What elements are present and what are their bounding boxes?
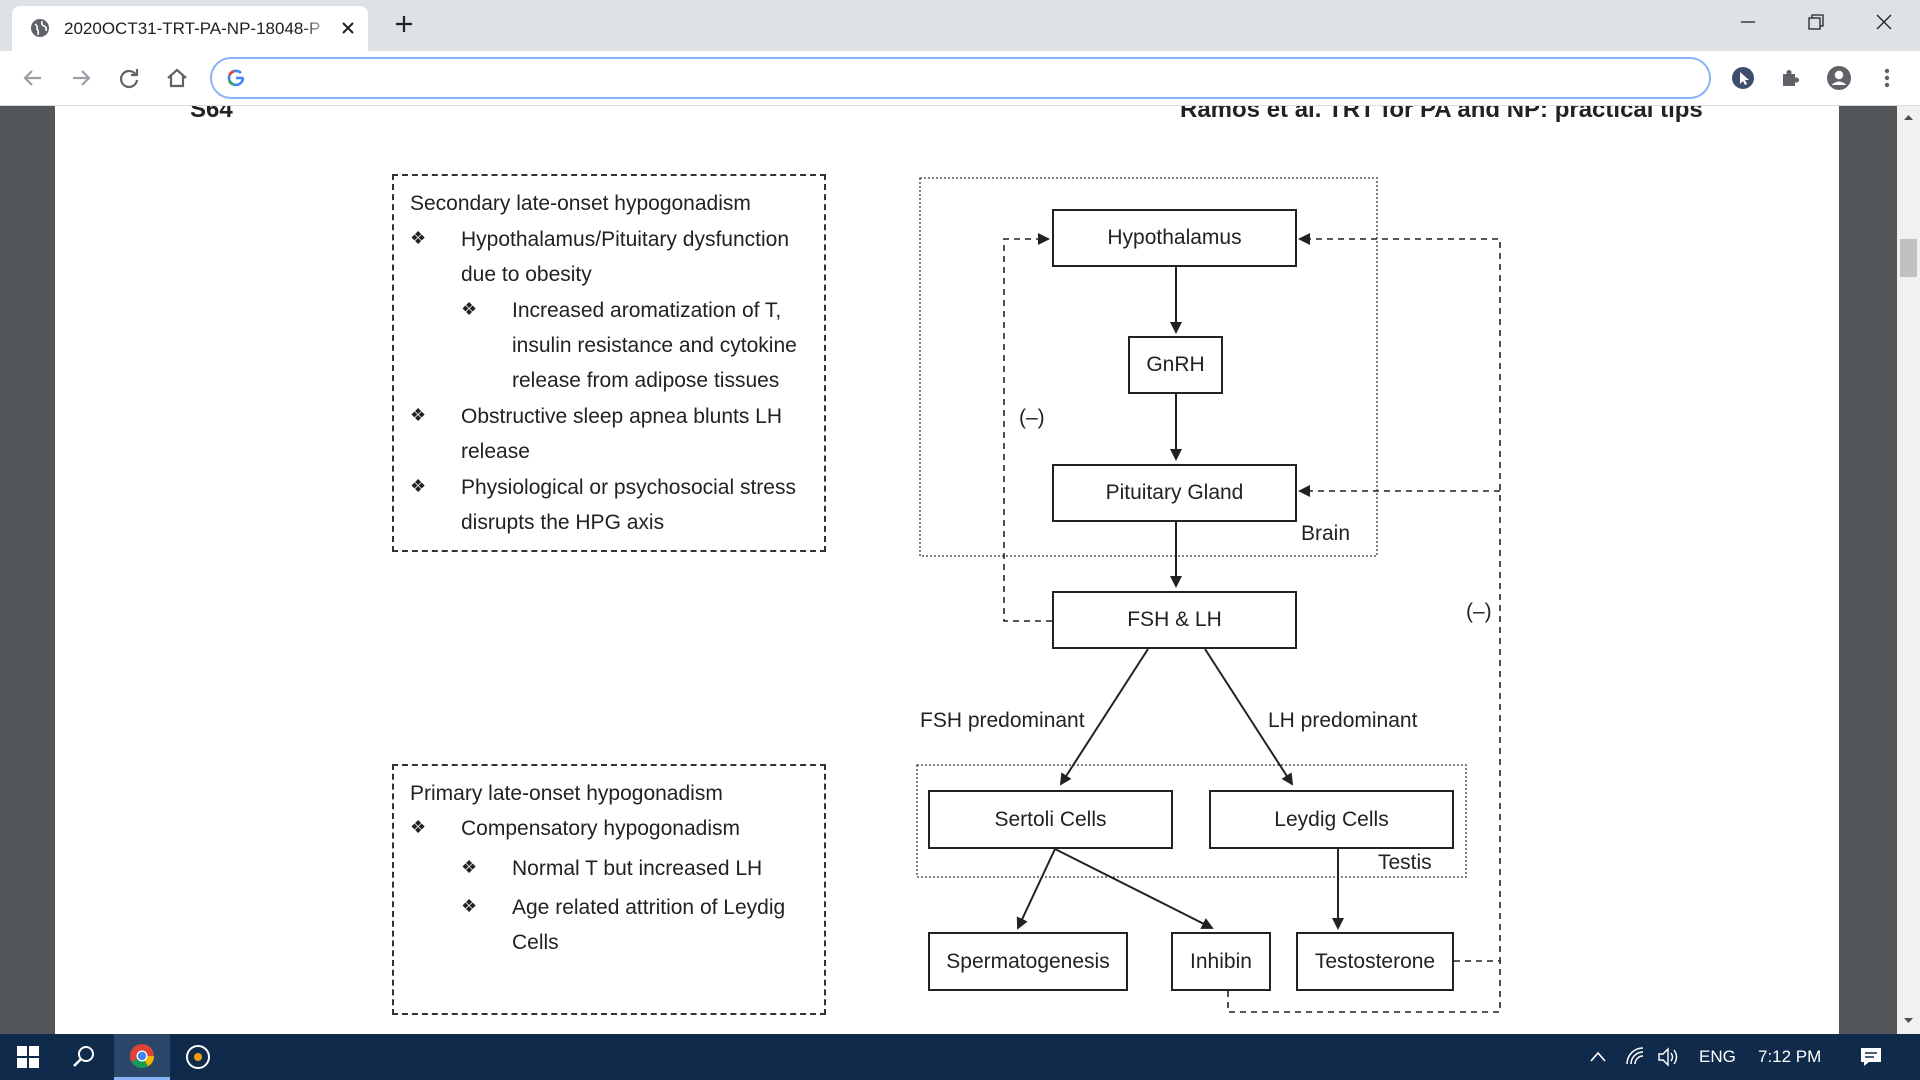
globe-icon: [31, 19, 49, 37]
testis-label: Testis: [1378, 851, 1432, 874]
scroll-thumb[interactable]: [1900, 239, 1917, 277]
list-item: Increased aromatization of T,: [512, 299, 782, 322]
search-icon: [73, 1046, 94, 1067]
inhibin-feedback-line: [1227, 961, 1501, 1013]
secondary-box-title: Secondary late-onset hypogonadism: [410, 192, 751, 215]
diamond-bullet-icon: ❖: [410, 476, 427, 496]
fsh-to-sertoli-arrow: [1059, 648, 1149, 786]
lh-predominant-label: LH predominant: [1268, 709, 1418, 732]
windows-logo-icon: [17, 1046, 39, 1068]
brain-label: Brain: [1301, 522, 1351, 545]
inhibin-node: Inhibin: [1171, 932, 1271, 991]
diamond-bullet-icon: ❖: [410, 228, 427, 248]
browser-tab[interactable]: 2020OCT31-TRT-PA-NP-18048-P: [12, 6, 368, 51]
window-close-icon[interactable]: [1871, 9, 1897, 35]
chrome-taskbar-button[interactable]: [114, 1034, 170, 1080]
chevron-up-icon[interactable]: [1588, 1048, 1608, 1066]
volume-icon[interactable]: [1657, 1046, 1681, 1068]
diamond-bullet-icon: ❖: [461, 857, 478, 877]
start-button[interactable]: [0, 1034, 56, 1080]
pdf-viewer[interactable]: S64 Ramos et al. TRT for PA and NP: prac…: [0, 106, 1920, 1034]
spermatogenesis-node: Spermatogenesis: [928, 932, 1128, 991]
list-item: release from adipose tissues: [512, 369, 780, 392]
testosterone-node: Testosterone: [1296, 932, 1454, 991]
vertical-scrollbar[interactable]: [1897, 106, 1920, 1034]
notifications-icon[interactable]: [1859, 1046, 1883, 1068]
pituitary-node: Pituitary Gland: [1052, 464, 1297, 522]
puzzle-icon[interactable]: [1778, 65, 1804, 91]
running-header: Ramos et al. TRT for PA and NP: practica…: [1180, 106, 1703, 123]
back-arrow-icon[interactable]: [20, 65, 46, 91]
brain-region: [919, 177, 1378, 557]
scroll-down-arrow-icon[interactable]: [1897, 1012, 1920, 1028]
primary-box-title: Primary late-onset hypogonadism: [410, 782, 723, 805]
page-number: S64: [190, 106, 233, 123]
list-item: release: [461, 440, 530, 463]
media-app-icon: [186, 1045, 210, 1069]
windows-taskbar: ENG 7:12 PM: [0, 1034, 1920, 1080]
diamond-bullet-icon: ❖: [410, 405, 427, 425]
search-button[interactable]: [56, 1034, 112, 1080]
close-icon[interactable]: [338, 18, 358, 38]
negative-feedback-left-label: (–): [1019, 406, 1045, 429]
list-item: insulin resistance and cytokine: [512, 334, 797, 357]
list-item: due to obesity: [461, 263, 592, 286]
tab-title: 2020OCT31-TRT-PA-NP-18048-P: [64, 19, 321, 38]
list-item: Hypothalamus/Pituitary dysfunction: [461, 228, 789, 251]
cursor-extension-icon[interactable]: [1730, 65, 1756, 91]
leydig-node: Leydig Cells: [1209, 790, 1454, 849]
left-feedback-loop: [1003, 233, 1052, 622]
pdf-page: S64 Ramos et al. TRT for PA and NP: prac…: [55, 106, 1839, 1034]
lh-to-leydig-arrow: [1204, 648, 1294, 786]
wifi-icon[interactable]: [1625, 1046, 1647, 1068]
diamond-bullet-icon: ❖: [410, 817, 427, 837]
restore-icon[interactable]: [1803, 9, 1829, 35]
language-indicator[interactable]: ENG: [1699, 1047, 1736, 1066]
testis-region: [916, 764, 1467, 878]
list-item: Physiological or psychosocial stress: [461, 476, 796, 499]
hypothalamus-node: Hypothalamus: [1052, 209, 1297, 267]
clock[interactable]: 7:12 PM: [1758, 1047, 1822, 1066]
list-item: Normal T but increased LH: [512, 857, 763, 880]
diamond-bullet-icon: ❖: [461, 896, 478, 916]
secondary-hypogonadism-box: [392, 174, 826, 552]
address-bar[interactable]: [210, 57, 1711, 99]
forward-arrow-icon[interactable]: [68, 65, 94, 91]
fsh-lh-node: FSH & LH: [1052, 591, 1297, 649]
sertoli-to-inhibin-arrow: [1054, 848, 1214, 929]
app-taskbar-button[interactable]: [170, 1034, 226, 1080]
gnrh-node: GnRH: [1128, 336, 1223, 394]
fsh-predominant-label: FSH predominant: [920, 709, 1085, 732]
list-item: Age related attrition of Leydig: [512, 896, 786, 919]
right-feedback-loop: [1298, 233, 1501, 962]
primary-hypogonadism-box: [392, 764, 826, 1015]
list-item: disrupts the HPG axis: [461, 511, 665, 534]
list-item: Obstructive sleep apnea blunts LH: [461, 405, 783, 428]
home-icon[interactable]: [164, 65, 190, 91]
tab-strip: 2020OCT31-TRT-PA-NP-18048-P: [0, 0, 1920, 51]
sertoli-node: Sertoli Cells: [928, 790, 1173, 849]
kebab-menu-icon[interactable]: [1874, 65, 1900, 91]
sertoli-to-spermatogenesis-arrow: [1016, 848, 1056, 930]
hpg-axis-diagram: [916, 177, 1501, 1013]
reload-icon[interactable]: [116, 65, 142, 91]
chrome-icon: [130, 1043, 154, 1068]
negative-feedback-right-label: (–): [1466, 600, 1492, 623]
list-item: Compensatory hypogonadism: [461, 817, 740, 840]
profile-icon[interactable]: [1826, 65, 1852, 91]
diamond-bullet-icon: ❖: [461, 299, 478, 319]
scroll-up-arrow-icon[interactable]: [1897, 110, 1920, 126]
list-item: Cells: [512, 931, 559, 954]
browser-toolbar: [0, 51, 1920, 106]
address-input[interactable]: [258, 65, 1688, 91]
minimize-icon[interactable]: [1735, 9, 1761, 35]
google-g-icon: [227, 69, 245, 87]
plus-icon[interactable]: [392, 12, 416, 36]
